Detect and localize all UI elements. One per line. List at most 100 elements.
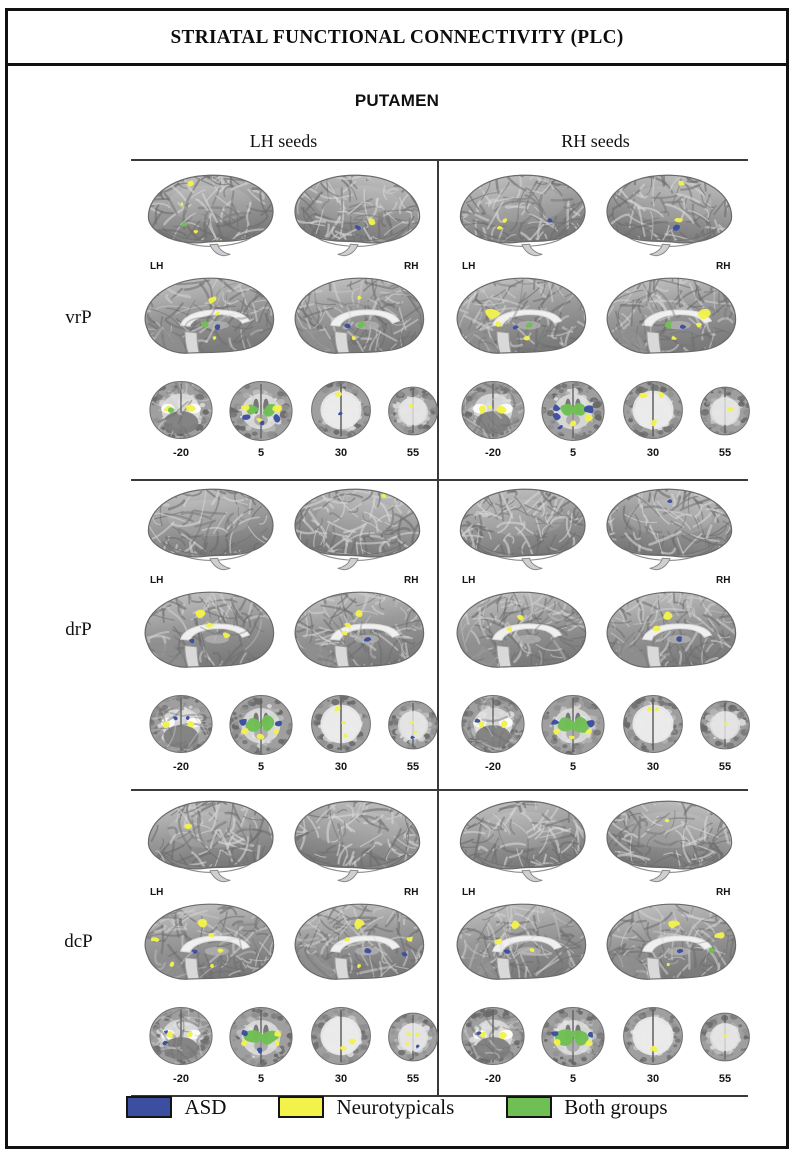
brain-medial-right	[600, 271, 742, 367]
brain-axial-slice-30	[618, 379, 688, 441]
brain-axial-slice--20	[144, 1005, 218, 1067]
slice-coord-label: 5	[569, 761, 577, 773]
brain-axial-slice-55	[696, 699, 754, 751]
brain-axial-slice-30	[618, 1005, 688, 1067]
brain-lateral-right	[288, 793, 428, 885]
brain-axial-slice-5	[224, 693, 298, 757]
slice-coord-label: -20	[173, 761, 189, 773]
column-headers: LH seeds RH seeds	[8, 131, 786, 159]
brain-medial-left	[450, 585, 592, 681]
rule-header	[131, 159, 748, 161]
slice-coord-label: 5	[569, 447, 577, 459]
hemisphere-label-rh: RH	[716, 887, 731, 898]
column-header-lh: LH seeds	[249, 131, 318, 151]
slice-coord-label: -20	[485, 447, 501, 459]
brain-axial-slice-5	[224, 379, 298, 443]
slice-coord-label: 30	[334, 447, 348, 459]
column-divider	[437, 159, 439, 1095]
hemisphere-label-rh: RH	[716, 261, 731, 272]
hemisphere-label-rh: RH	[404, 575, 419, 586]
column-header-rh: RH seeds	[561, 131, 630, 151]
brain-medial-right	[288, 897, 430, 993]
brain-axial-slice-5	[536, 1005, 610, 1069]
brain-lateral-left	[140, 793, 280, 885]
brain-axial-slice-30	[618, 693, 688, 755]
hemisphere-label-lh: LH	[150, 575, 164, 586]
brain-axial-slice--20	[456, 1005, 530, 1067]
legend-label-neurotypicals: Neurotypicals	[336, 1094, 455, 1119]
brain-lateral-right	[288, 167, 428, 259]
hemisphere-label-rh: RH	[404, 887, 419, 898]
brain-axial-slice-5	[224, 1005, 298, 1069]
slice-coord-label: -20	[485, 761, 501, 773]
brain-axial-slice-30	[306, 1005, 376, 1067]
brain-lateral-left	[452, 793, 592, 885]
brain-axial-slice--20	[144, 693, 218, 755]
brain-axial-slice--20	[144, 379, 218, 441]
rule-after-drp	[131, 789, 748, 791]
legend-item-both: Both groups	[506, 1094, 668, 1120]
brain-axial-slice-5	[536, 379, 610, 443]
brain-medial-right	[600, 897, 742, 993]
brain-lateral-left	[452, 481, 592, 573]
region-title: PUTAMEN	[354, 91, 440, 110]
row-label-dcp: dcP	[64, 931, 93, 952]
brain-axial-slice-5	[536, 693, 610, 757]
brain-axial-slice--20	[456, 693, 530, 755]
slice-coord-label: 30	[646, 1073, 660, 1085]
brain-medial-right	[600, 585, 742, 681]
hemisphere-label-lh: LH	[150, 261, 164, 272]
slice-coord-label: 55	[718, 447, 732, 459]
hemisphere-label-lh: LH	[462, 575, 476, 586]
slice-coord-label: 30	[334, 1073, 348, 1085]
slice-coord-label: 55	[718, 1073, 732, 1085]
brain-lateral-right	[600, 167, 740, 259]
legend-label-asd: ASD	[184, 1094, 227, 1119]
slice-coord-label: 5	[257, 761, 265, 773]
brain-lateral-right	[600, 793, 740, 885]
slice-coord-label: 55	[406, 1073, 420, 1085]
brain-axial-slice-55	[384, 699, 442, 751]
legend-item-neurotypicals: Neurotypicals	[278, 1095, 454, 1120]
rule-before-legend	[131, 1095, 748, 1097]
slice-coord-label: -20	[485, 1073, 501, 1085]
figure-frame: STRIATAL FUNCTIONAL CONNECTIVITY (PLC) P…	[5, 8, 789, 1149]
slice-coord-label: 30	[646, 761, 660, 773]
brain-lateral-right	[600, 481, 740, 573]
slice-coord-label: -20	[173, 1073, 189, 1085]
figure-title-bar: STRIATAL FUNCTIONAL CONNECTIVITY (PLC)	[8, 11, 786, 66]
brain-medial-left	[450, 271, 592, 367]
brain-medial-right	[288, 271, 430, 367]
slice-coord-label: 55	[718, 761, 732, 773]
panel-drp-lh: LH RH	[136, 481, 438, 781]
row-label-drp: drP	[65, 619, 92, 640]
hemisphere-label-lh: LH	[150, 887, 164, 898]
legend-label-both: Both groups	[564, 1094, 668, 1119]
slice-coord-label: -20	[173, 447, 189, 459]
brain-lateral-right	[288, 481, 428, 573]
hemisphere-label-lh: LH	[462, 261, 476, 272]
brain-axial-slice-55	[384, 1011, 442, 1063]
legend-swatch-both	[506, 1096, 553, 1118]
brain-axial-slice-55	[384, 385, 442, 437]
panel-dcp-lh: LH RH	[136, 793, 438, 1093]
brain-axial-slice-55	[696, 385, 754, 437]
brain-axial-slice--20	[456, 379, 530, 441]
brain-medial-left	[138, 585, 280, 681]
brain-medial-left	[138, 271, 280, 367]
brain-lateral-left	[452, 167, 592, 259]
brain-lateral-left	[140, 481, 280, 573]
legend-swatch-neurotypicals	[278, 1096, 325, 1118]
legend: ASD Neurotypicals Both groups	[8, 1084, 786, 1130]
panel-vrp-rh: LH RH	[448, 167, 750, 467]
legend-item-asd: ASD	[126, 1095, 226, 1120]
slice-coord-label: 5	[569, 1073, 577, 1085]
brain-axial-slice-55	[696, 1011, 754, 1063]
brain-axial-slice-30	[306, 693, 376, 755]
slice-coord-label: 5	[257, 1073, 265, 1085]
row-label-vrp: vrP	[65, 307, 92, 328]
